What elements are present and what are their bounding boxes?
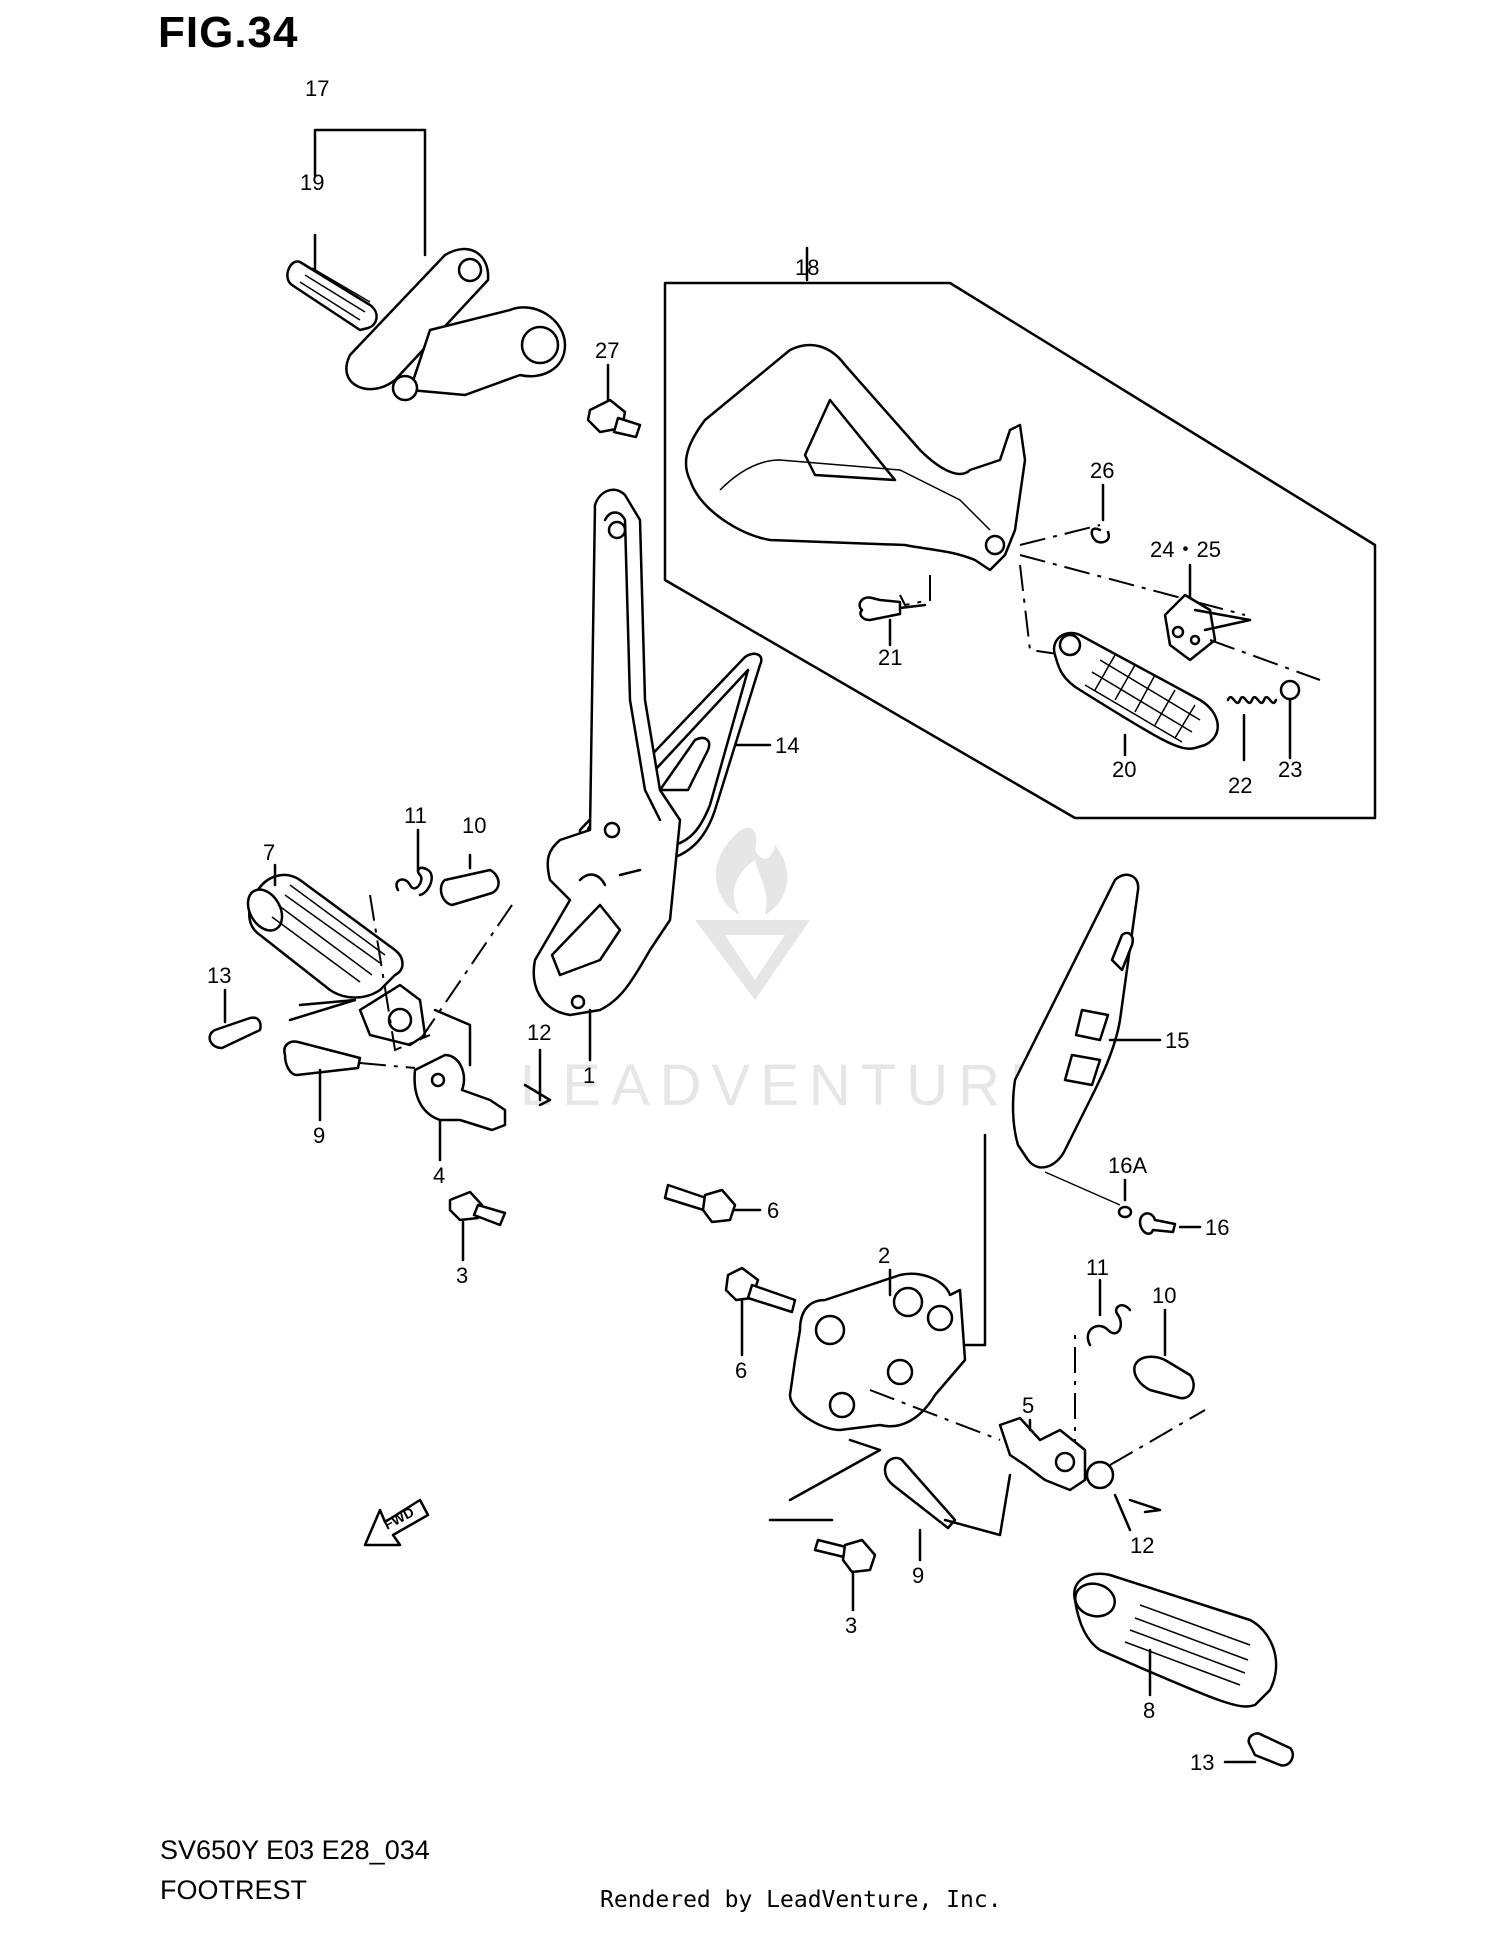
- figure-title: FIG.34: [158, 8, 299, 57]
- callout-21: 21: [878, 645, 902, 670]
- forward-arrow-icon: FWD: [363, 1498, 430, 1547]
- callout-2: 2: [878, 1243, 890, 1268]
- callout-8: 8: [1143, 1698, 1155, 1723]
- callout-14: 14: [775, 733, 799, 758]
- stopper-bolt-13-right: [1223, 1732, 1295, 1767]
- passenger-bracket: [684, 343, 1246, 656]
- washer-16A: [1044, 1171, 1133, 1219]
- watermark-logo: LEADVENTURE: [520, 827, 1059, 1118]
- circlip-26: [1090, 483, 1111, 544]
- plate-24-25: [1163, 563, 1252, 662]
- assembly-frame-18: [663, 246, 1377, 820]
- callout-6-right: 6: [735, 1358, 747, 1383]
- callout-5: 5: [1022, 1393, 1034, 1418]
- bolt-3-right: [768, 1518, 877, 1612]
- pin-12-left: [523, 1083, 552, 1107]
- assembly-line: [419, 904, 513, 1041]
- render-credit: Rendered by LeadVenture, Inc.: [600, 1887, 1002, 1913]
- heel-guard-15: [948, 873, 1162, 1347]
- callout-4: 4: [433, 1163, 445, 1188]
- assembly-line: [369, 894, 431, 1052]
- callout-16: 16: [1205, 1215, 1229, 1240]
- model-code: SV650Y E03 E28_034: [160, 1835, 430, 1865]
- leader: [433, 1008, 472, 1067]
- callout-26: 26: [1090, 458, 1114, 483]
- callout-27: 27: [595, 338, 619, 363]
- footpeg-8: [1073, 1572, 1278, 1708]
- clevis-pin-9-right: [883, 1456, 1012, 1562]
- bolt-6-left: [663, 1183, 762, 1224]
- callout-10-right: 10: [1152, 1283, 1176, 1308]
- bolt-6-right: [724, 1266, 797, 1357]
- section-name: FOOTREST: [160, 1875, 307, 1905]
- callout-3-left: 3: [456, 1263, 468, 1288]
- screw-16: [1138, 1212, 1202, 1235]
- callout-22: 22: [1228, 773, 1252, 798]
- spring-22: [1226, 695, 1278, 762]
- callout-9-left: 9: [313, 1123, 325, 1148]
- callout-11-right: 11: [1086, 1255, 1109, 1280]
- leader: [1113, 1493, 1132, 1532]
- pin-12-right: [1128, 1498, 1162, 1514]
- bolt-3-left: [448, 1190, 507, 1262]
- callout-12-right: 12: [1130, 1533, 1154, 1558]
- callout-1: 1: [583, 1063, 595, 1088]
- callout-16A: 16A: [1108, 1153, 1147, 1178]
- callout-10-left: 10: [462, 813, 486, 838]
- footpeg-7: [246, 863, 427, 1047]
- clevis-pin-9-left: [283, 1040, 416, 1122]
- footrest-bracket-17: [286, 128, 567, 402]
- callout-20: 20: [1112, 757, 1136, 782]
- spring-11-left: [395, 828, 433, 897]
- callout-24-25: 24・25: [1150, 537, 1221, 562]
- footpeg-mount-4: [413, 1053, 507, 1162]
- watermark-text: LEADVENTURE: [520, 1053, 1059, 1118]
- spring-11-right: [1086, 1278, 1132, 1347]
- footpeg-mount-5: [998, 1416, 1115, 1492]
- callout-11-left: 11: [404, 803, 427, 828]
- callout-18: 18: [795, 255, 819, 280]
- callout-9-right: 9: [912, 1563, 924, 1588]
- callout-23: 23: [1278, 757, 1302, 782]
- callout-7: 7: [263, 840, 275, 865]
- callout-3-right: 3: [845, 1613, 857, 1638]
- callout-19: 19: [300, 170, 324, 195]
- passenger-footpeg-20: [1052, 631, 1219, 757]
- callout-labels: 17 19 27 18 26 24・25 21 20 22 23 14 11 1…: [207, 76, 1302, 1775]
- bolt-27: [586, 363, 642, 439]
- callout-13-left: 13: [207, 963, 231, 988]
- assembly-line: [1109, 1409, 1206, 1466]
- stopper-bolt-13-left: [208, 988, 262, 1050]
- callout-6-left: 6: [767, 1198, 779, 1223]
- pin-10-left: [439, 853, 500, 907]
- footrest-bracket-2: [788, 1268, 1001, 1502]
- footrest-bracket-1: [532, 488, 682, 1062]
- callout-13-right: 13: [1190, 1750, 1214, 1775]
- pin-10-right: [1133, 1308, 1195, 1400]
- ball-23: [1209, 639, 1321, 760]
- callout-17: 17: [305, 76, 329, 101]
- callout-15: 15: [1165, 1028, 1189, 1053]
- callout-12-left: 12: [527, 1020, 551, 1045]
- bolt-21: [858, 596, 927, 647]
